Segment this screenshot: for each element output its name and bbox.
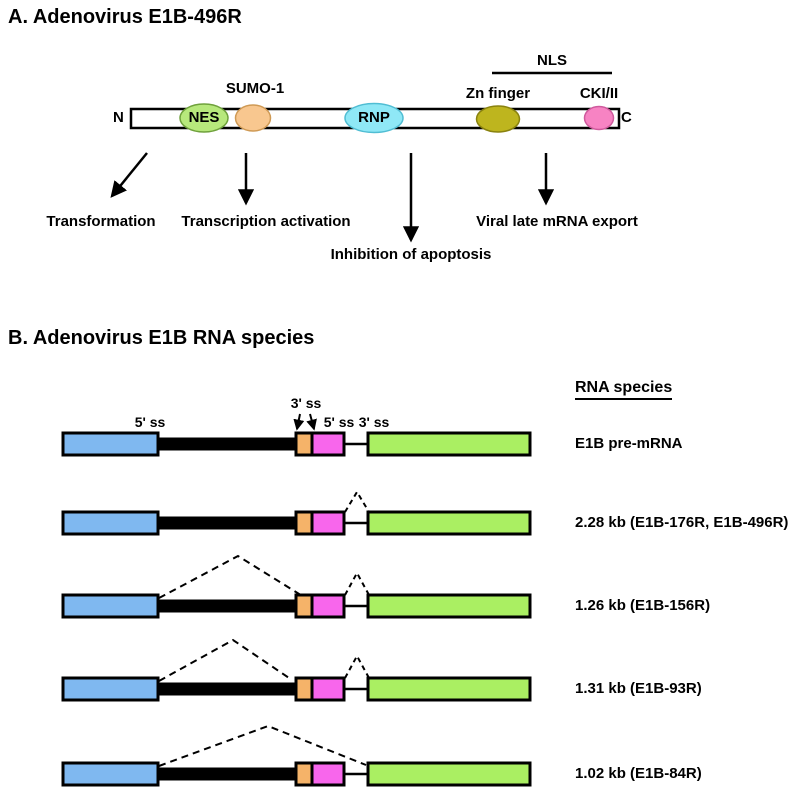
n-terminus-label: N [113,109,124,126]
zn-finger-domain-label: Zn finger [465,85,531,102]
rna-row-pre-mrna [61,413,532,457]
exon1-box [61,510,160,536]
intron-bar [158,682,296,696]
rna-row-228kb [61,490,532,536]
pink-exon-box [310,761,346,787]
orange-exon-box [294,761,314,787]
intron-bar [158,437,296,451]
pink-exon-box [310,510,346,536]
large-splice-vee [158,554,305,599]
nes-domain-oval [179,103,229,133]
sumo-domain-label: SUMO-1 [225,80,285,97]
exon2-box [366,593,532,619]
orange-exon-box [294,431,314,457]
rna-row-131kb [61,638,532,702]
cki-domain-oval [583,105,615,131]
function-label-transformation: Transformation [46,213,156,230]
nls-label: NLS [537,52,567,69]
intron-bar [158,516,296,530]
row-label-131kb: 1.31 kb (E1B-93R) [575,680,702,697]
transformation-arrow [110,152,148,198]
exon2-box [366,761,532,787]
function-label-mrna-export: Viral late mRNA export [476,213,638,230]
nes-domain-label: NES [188,109,220,126]
zn-finger-domain-oval [475,105,521,133]
intron-bar [158,767,296,781]
orange-exon-box [294,593,314,619]
pink-exon-box [310,676,346,702]
rnp-domain-oval [344,102,404,134]
small-splice-caret [344,570,370,596]
pink-exon-box [310,593,346,619]
three-ss-top-label: 3' ss [290,395,322,411]
orange-exon-box [294,510,314,536]
five-ss-left-label: 5' ss [134,414,166,430]
cki-domain-label: CKI/II [579,85,619,102]
exon2-box [366,510,532,536]
panel-a-title: A. Adenovirus E1B-496R [8,6,242,28]
five-ss-right-label: 5' ss [323,414,355,430]
rna-row-102kb [61,724,532,787]
three-ss-right-label: 3' ss [358,414,390,430]
rna-row-126kb [61,554,532,619]
sumo-domain-oval [234,104,272,132]
exon1-box [61,676,160,702]
exon1-box [61,761,160,787]
row-label-102kb: 1.02 kb (E1B-84R) [575,765,702,782]
large-splice-vee [158,638,293,682]
exon2-box [366,676,532,702]
row-label-228kb: 2.28 kb (E1B-176R, E1B-496R) [575,514,789,531]
orange-exon-box [294,676,314,702]
panel-b-title: B. Adenovirus E1B RNA species [8,327,315,349]
exon1-box [61,593,160,619]
pink-exon-box [310,431,346,457]
row-label-126kb: 1.26 kb (E1B-156R) [575,597,711,614]
c-terminus-label: C [621,109,632,126]
exon1-box [61,431,160,457]
exon2-box [366,431,532,457]
large-splice-vee [158,724,367,767]
rna-species-header: RNA species [575,379,673,400]
rnp-domain-label: RNP [358,109,390,126]
three-ss-pointer-arrow-right [306,413,317,431]
three-ss-pointer-arrow-left [293,413,305,431]
intron-bar [158,599,296,613]
function-label-transcription: Transcription activation [181,213,351,230]
small-splice-caret [344,653,370,679]
small-splice-caret [344,490,370,513]
function-label-apoptosis: Inhibition of apoptosis [330,246,492,263]
row-label-pre-mrna: E1B pre-mRNA [575,435,683,452]
